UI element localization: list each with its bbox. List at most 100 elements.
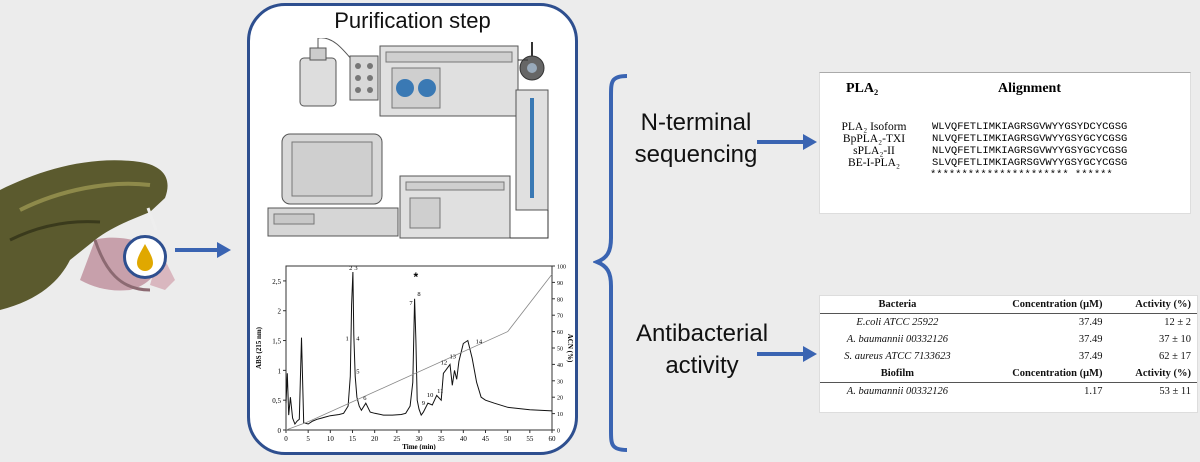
y-tick-label: 1,5: [272, 338, 281, 346]
x-tick-label: 25: [393, 435, 401, 443]
alignment-row: BE-I-PLA₂ SLVQFETLIMKIAGRSGVWYYGSYGCYCGSG: [820, 157, 1131, 169]
cell-activity: 12 ± 2: [1108, 313, 1197, 331]
table-row: S. aureus ATCC 7133623 37.49 62 ± 17: [820, 348, 1197, 365]
x-tick-label: 40: [460, 435, 468, 443]
peak-label: 1: [346, 336, 349, 343]
cell-name: E.coli ATCC 25922: [820, 313, 975, 331]
header-biofilm: Biofilm: [880, 368, 915, 379]
cell-activity: 62 ± 17: [1158, 351, 1191, 362]
y2-tick-label: 40: [557, 363, 563, 369]
alignment-row-name: PLA₂ Isoform: [841, 121, 907, 133]
arrow-to-activity-table: [757, 346, 817, 362]
peak-label: 7: [409, 300, 413, 307]
alignment-header-alignment: Alignment: [998, 81, 1061, 96]
cell-name: A. baumannii 00332126: [820, 382, 975, 400]
alignment-header-pla: PLA₂: [846, 81, 879, 96]
drop-icon: [137, 244, 153, 271]
alignment-row-sequence: SLVQFETLIMKIAGRSGVWYYGSYGCYCGSG: [932, 157, 1128, 169]
y2-tick-label: 70: [557, 314, 563, 320]
x-tick-label: 0: [284, 435, 288, 443]
cell-activity: 53 ± 11: [1108, 382, 1197, 400]
header-bacteria: Bacteria: [878, 299, 917, 310]
antibacterial-table: Bacteria Concentration (μM) Activity (%)…: [820, 296, 1197, 400]
alignment-row: BpPLA₂-TXI NLVQFETLIMKIAGRSGVWYYGSYGCYCGS…: [820, 133, 1131, 145]
antibacterial-label: Antibacterial activity: [635, 320, 769, 379]
alignment-row-sequence: NLVQFETLIMKIAGRSGVWYYGSYGCYCGSG: [932, 145, 1128, 157]
cell-conc: 37.49: [1078, 334, 1103, 345]
brace: [593, 74, 628, 452]
venom-drop-badge: [123, 235, 167, 279]
peak-label: 3: [354, 265, 357, 272]
y-tick-label: 0,5: [272, 397, 281, 405]
y-axis-label: ABS (215 nm): [255, 326, 263, 369]
antibacterial-panel: Bacteria Concentration (μM) Activity (%)…: [819, 295, 1198, 413]
x-tick-label: 10: [327, 435, 335, 443]
x-tick-label: 30: [416, 435, 424, 443]
bacteria-header-row: Bacteria Concentration (μM) Activity (%): [820, 296, 1197, 314]
sequencing-label: N-terminal sequencing: [634, 109, 758, 168]
y-tick-label: 0: [278, 427, 282, 435]
biofilm-header-row: Biofilm Concentration (μM) Activity (%): [820, 365, 1197, 383]
y2-tick-label: 10: [557, 412, 563, 418]
x-tick-label: 15: [349, 435, 357, 443]
y2-tick-label: 80: [557, 297, 563, 303]
y-tick-label: 1: [278, 367, 282, 375]
peak-star: *: [414, 270, 419, 284]
y2-tick-label: 30: [557, 379, 563, 385]
alignment-table: PLA₂ Isoform WLVQFETLIMKIAGRSGVWYYGSYDCYC…: [820, 121, 1131, 169]
x-tick-label: 35: [438, 435, 446, 443]
alignment-row-name: BpPLA₂-TXI: [842, 133, 906, 145]
peak-label: 4: [356, 336, 360, 343]
table-row: A. baumannii 00332126 37.49 37 ± 10: [820, 331, 1197, 348]
peak-label: 10: [427, 392, 434, 399]
x-axis-label: Time (min): [402, 443, 436, 450]
x-tick-label: 45: [482, 435, 490, 443]
header-activity: Activity (%): [1135, 299, 1191, 310]
alignment-row: PLA₂ Isoform WLVQFETLIMKIAGRSGVWYYGSYDCYC…: [820, 121, 1131, 133]
y-tick-label: 2,5: [272, 278, 281, 286]
peak-label: 5: [356, 368, 359, 375]
alignment-row-sequence: NLVQFETLIMKIAGRSGVWYYGSYGCYCGSG: [932, 133, 1128, 145]
y2-tick-label: 0: [557, 429, 560, 435]
alignment-panel: PLA₂ Alignment PLA₂ Isoform WLVQFETLIMKIA…: [819, 72, 1191, 214]
alignment-row: sPLA₂-II NLVQFETLIMKIAGRSGVWYYGSYGCYCGSG: [820, 145, 1131, 157]
consensus-line: ********************** ******: [930, 169, 1113, 181]
peak-label: 6: [363, 395, 367, 402]
alignment-row-name: BE-I-PLA₂: [848, 157, 900, 169]
cell-name: S. aureus ATCC 7133623: [844, 351, 951, 362]
y2-axis-label: ACN (%): [566, 334, 574, 363]
y-tick-label: 2: [278, 308, 282, 316]
header-biofilm-activity: Activity (%): [1135, 368, 1191, 379]
arrow-to-alignment: [757, 134, 817, 150]
x-tick-label: 20: [371, 435, 379, 443]
x-tick-label: 60: [549, 435, 557, 443]
peak-label: 8: [417, 291, 420, 298]
arrow-to-purification: [175, 242, 231, 258]
peak-label: 12: [441, 359, 448, 366]
acn-gradient-line: [285, 273, 553, 431]
absorbance-series-line: [285, 271, 553, 426]
x-tick-label: 5: [306, 435, 310, 443]
cell-activity: 37 ± 10: [1158, 334, 1191, 345]
peak-label: 11: [437, 388, 443, 395]
x-tick-label: 55: [526, 435, 534, 443]
alignment-row-sequence: WLVQFETLIMKIAGRSGVWYYGSYDCYCGSG: [932, 121, 1128, 133]
y2-tick-label: 20: [557, 396, 563, 402]
cell-conc: 37.49: [974, 313, 1109, 331]
peak-label: 9: [422, 400, 425, 407]
alignment-rows: PLA₂ Isoform WLVQFETLIMKIAGRSGVWYYGSYDCYC…: [820, 121, 1190, 181]
cell-conc: 37.49: [1078, 351, 1103, 362]
peak-label: 14: [476, 339, 483, 346]
y2-tick-label: 50: [557, 347, 563, 353]
hplc-system-illustration: [267, 38, 549, 239]
header-biofilm-concentration: Concentration (μM): [1012, 368, 1103, 379]
y2-tick-label: 100: [557, 265, 566, 271]
alignment-row-name: sPLA₂-II: [853, 145, 895, 157]
header-concentration: Concentration (μM): [1012, 299, 1103, 310]
peak-label: 2: [349, 265, 352, 272]
y2-tick-label: 90: [557, 281, 563, 287]
cell-name: A. baumannii 00332126: [846, 334, 948, 345]
